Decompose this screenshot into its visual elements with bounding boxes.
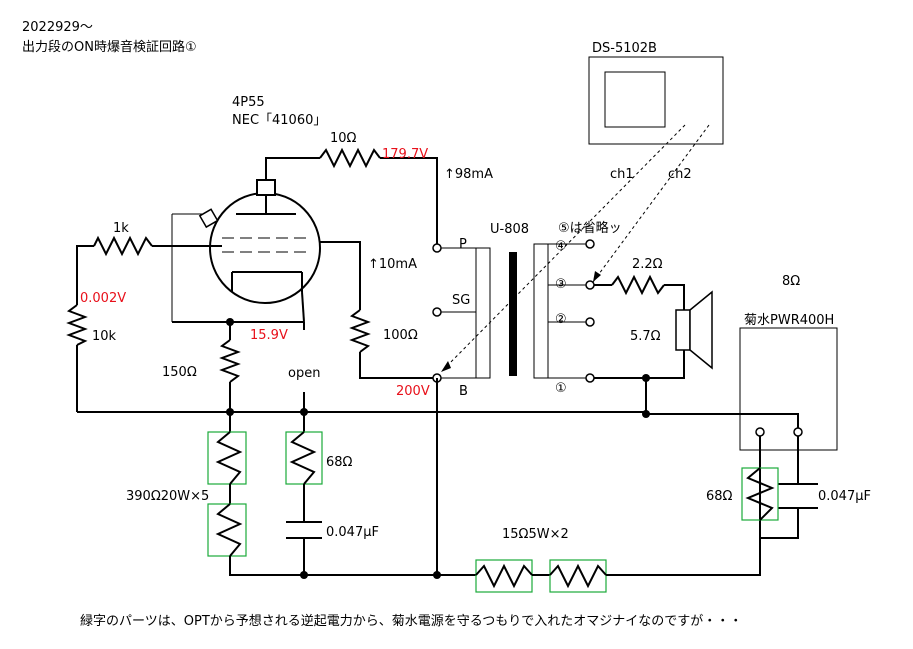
label-plate-current: ↑98mA <box>444 167 493 182</box>
speaker-section: 2.2Ω 5.7Ω 8Ω <box>594 257 800 414</box>
label-grid-leak: 10k <box>92 329 117 344</box>
footer-rest: のパーツは、OPTから予想される逆起電力から、菊水電源を守るつもりで入れたオマジ… <box>106 613 742 629</box>
opt-p-label: P <box>459 237 467 252</box>
label-out-resistor: 2.2Ω <box>632 257 663 272</box>
footer-note: 緑字のパーツは、OPTから予想される逆起電力から、菊水電源を守るつもりで入れたオ… <box>80 613 742 629</box>
label-plate-voltage: 179.7V <box>382 147 428 162</box>
psu-label: 菊水PWR400H <box>744 313 834 328</box>
label-snub-resistor: 68Ω <box>326 455 353 470</box>
label-open: open <box>288 366 320 381</box>
scope-ch1-label: ch1 <box>610 167 634 182</box>
opt-note: ⑤は省略ッ <box>558 220 622 236</box>
title-main: 出力段のON時爆音検証回路① <box>22 39 197 55</box>
label-psu-snub-resistor: 68Ω <box>706 489 733 504</box>
label-grid-resistor: 1k <box>113 221 129 236</box>
label-snub-cap: 0.047μF <box>326 525 379 540</box>
title-date: 2022929～ <box>22 20 93 35</box>
green-protection-parts: 390Ω20W×5 68Ω 0.047μF 15Ω5W×2 <box>126 412 779 593</box>
opt-tap-1: ① <box>555 381 567 396</box>
scope-ch2-label: ch2 <box>668 167 692 182</box>
label-series-resistors: 15Ω5W×2 <box>502 527 569 542</box>
label-plate-resistor: 10Ω <box>330 131 357 146</box>
opt-tap-4: ④ <box>555 239 567 254</box>
label-b-voltage: 200V <box>396 384 430 399</box>
label-grid-voltage: 0.002V <box>80 291 126 306</box>
opt-b-label: B <box>459 384 468 399</box>
footer-green-word: 緑字 <box>80 614 106 629</box>
label-psu-snub-cap: 0.047μF <box>818 489 871 504</box>
opt-name: U-808 <box>490 222 529 237</box>
ground-rail <box>77 408 799 432</box>
label-bleeder: 390Ω20W×5 <box>126 489 209 504</box>
output-transformer: U-808 ⑤は省略ッ P SG B ④ ③ ② ① <box>432 220 622 575</box>
plate-circuit: 10Ω 179.7V ↑98mA <box>265 131 493 244</box>
label-sg-resistor: 100Ω <box>383 328 418 343</box>
opt-tap-3: ③ <box>555 277 567 292</box>
label-sg-current: ↑10mA <box>368 257 417 272</box>
cathode-circuit: 15.9V 150Ω open ↑10mA 100Ω 200V <box>162 241 434 412</box>
opt-tap-2: ② <box>555 312 567 327</box>
tube-code: NEC「41060」 <box>232 113 326 128</box>
label-cathode-resistor: 150Ω <box>162 365 197 380</box>
label-cathode-voltage: 15.9V <box>250 328 288 343</box>
label-8ohm: 8Ω <box>782 274 800 289</box>
oscilloscope: DS-5102B ch1 ch2 <box>440 41 724 373</box>
scope-label: DS-5102B <box>592 41 657 56</box>
power-supply: 菊水PWR400H 68Ω 0.047μF <box>638 313 871 576</box>
label-speaker-ohm: 5.7Ω <box>630 329 661 344</box>
tube-type: 4P55 <box>232 95 265 110</box>
grid-circuit: 1k 0.002V 10k <box>66 221 222 412</box>
opt-sg-label: SG <box>452 293 470 308</box>
vacuum-tube-4p55: 4P55 NEC「41060」 <box>171 95 326 322</box>
